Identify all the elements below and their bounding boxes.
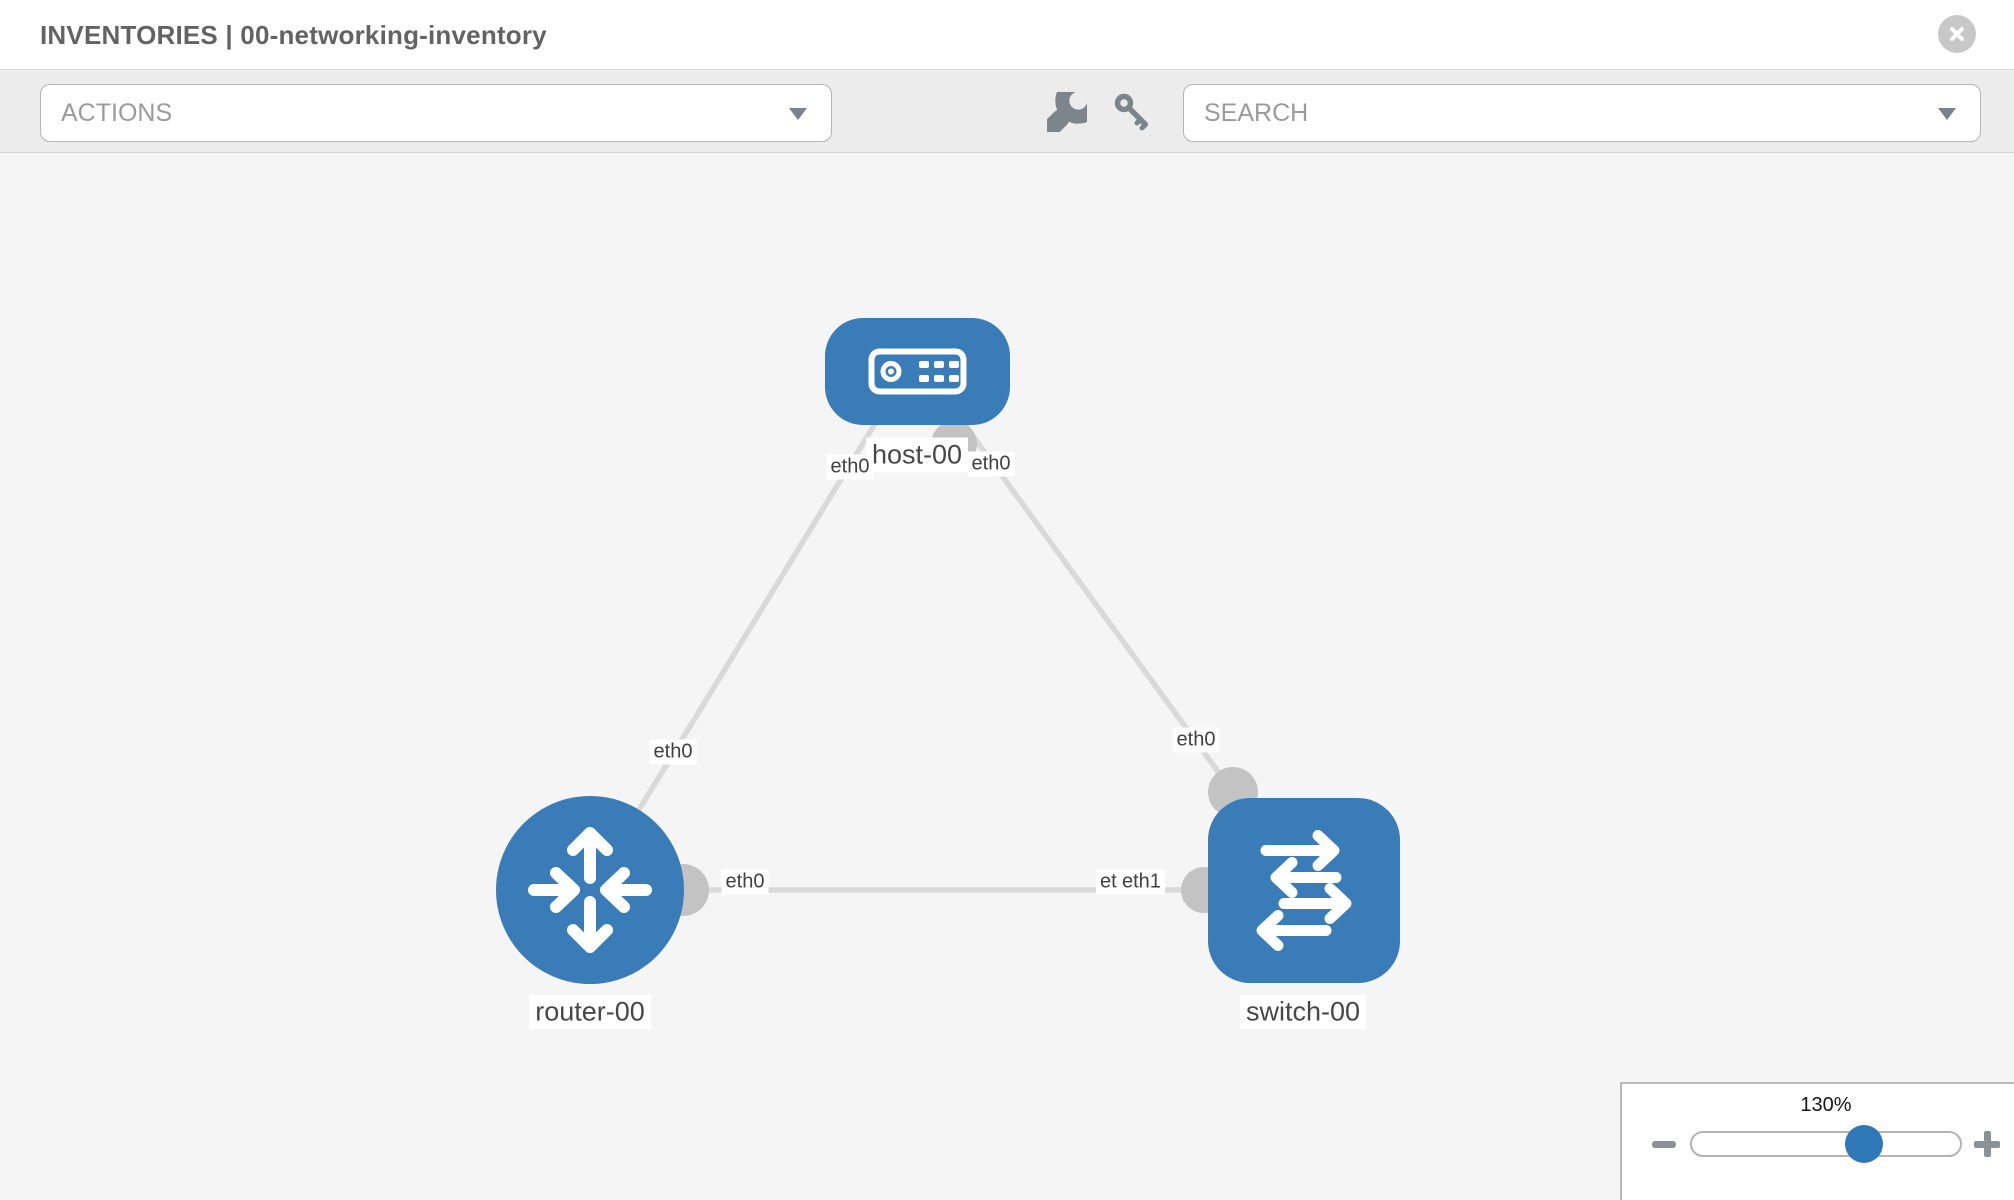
node-host-00[interactable] <box>825 318 1010 425</box>
topology-canvas[interactable]: host-00 router-00 switch-00 eth0 eth0 et… <box>0 153 2014 1200</box>
actions-dropdown-label: ACTIONS <box>61 98 173 127</box>
interface-label-host-eth0-right: eth0 <box>967 451 1015 477</box>
node-router-00[interactable] <box>496 796 684 984</box>
minus-icon <box>1652 1140 1676 1148</box>
tools-button[interactable] <box>1033 77 1102 146</box>
actions-dropdown[interactable]: ACTIONS <box>40 84 832 142</box>
interface-label-switch-eth1: eth1 <box>1118 869 1165 895</box>
close-icon <box>1950 27 1964 41</box>
key-icon <box>1114 93 1148 131</box>
interface-label-host-eth0-left: eth0 <box>826 454 874 480</box>
topology-toolbar: ACTIONS SEARCH <box>0 71 2014 153</box>
node-label-router-00: router-00 <box>529 994 651 1030</box>
close-button[interactable] <box>1938 15 1976 53</box>
panel-header: INVENTORIES | 00-networking-inventory <box>0 0 2014 70</box>
chevron-down-icon <box>1938 108 1956 120</box>
interface-label-router-eth0-top: eth0 <box>649 739 697 765</box>
plus-icon <box>1974 1131 2000 1157</box>
zoom-level-value: 130% <box>1800 1094 1852 1116</box>
zoom-slider-thumb[interactable] <box>1845 1125 1883 1163</box>
page-title: INVENTORIES | 00-networking-inventory <box>40 20 547 50</box>
router-icon <box>528 827 652 953</box>
zoom-out-button[interactable] <box>1647 1127 1681 1161</box>
interface-label-switch-eth0-top: eth0 <box>1172 727 1220 753</box>
chevron-down-icon <box>789 108 807 120</box>
zoom-in-button[interactable] <box>1970 1127 2004 1161</box>
search-placeholder: SEARCH <box>1204 98 1309 127</box>
credentials-button[interactable] <box>1113 92 1153 132</box>
search-dropdown[interactable]: SEARCH <box>1183 84 1981 142</box>
wrench-icon <box>1033 77 1102 146</box>
zoom-control-panel: 130% <box>1620 1082 2014 1200</box>
switch-icon <box>1256 830 1352 951</box>
host-icon <box>868 348 967 395</box>
node-switch-00[interactable] <box>1208 798 1400 983</box>
node-label-host-00: host-00 <box>865 437 969 473</box>
links-layer <box>587 389 1304 916</box>
interface-label-router-eth0-right: eth0 <box>721 869 769 895</box>
zoom-slider[interactable] <box>1690 1131 1962 1157</box>
node-label-switch-00: switch-00 <box>1239 994 1367 1030</box>
